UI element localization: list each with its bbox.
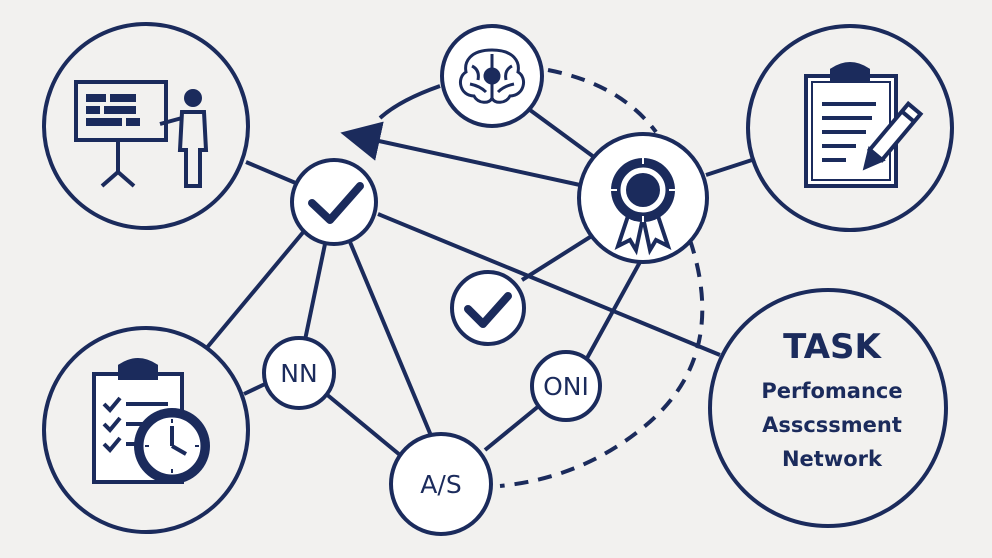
task-node	[708, 288, 948, 528]
edge-brain-award	[528, 108, 600, 162]
dashed-connections	[499, 68, 705, 488]
as-node	[389, 432, 493, 536]
as-label: A/S	[420, 470, 461, 499]
arc-brain-left	[378, 84, 441, 120]
edge-award-clipboard	[705, 158, 753, 177]
edge-check2-award	[520, 230, 600, 282]
checkmark-icon	[464, 292, 512, 328]
dashed-arc-brain-award	[547, 68, 658, 134]
dashed-arc-award-as	[499, 239, 705, 488]
clipboard-pencil-icon	[804, 62, 924, 188]
brain-icon	[458, 48, 526, 104]
arrow-award-to-check	[340, 121, 581, 187]
connections	[203, 84, 753, 457]
checklist-clock-icon	[92, 358, 210, 484]
edge-check-checklist	[203, 228, 307, 352]
task-line-3: Network	[782, 447, 883, 471]
task-title: TASK	[783, 327, 882, 367]
edge-nn-as	[323, 391, 402, 457]
task-line-1: Perfomance	[761, 379, 902, 403]
edge-check-nn	[303, 243, 327, 341]
oni-node	[530, 350, 602, 422]
edge-check-task	[377, 212, 721, 357]
oni-label: ONI	[543, 372, 589, 401]
check-node-top	[290, 158, 378, 246]
edge-presenter-check	[245, 160, 299, 186]
nn-label: NN	[280, 359, 317, 388]
edge-oni-award	[584, 261, 642, 361]
task-line-2: Asscssment	[762, 413, 902, 437]
edge-as-oni	[483, 403, 542, 452]
nn-node	[262, 336, 336, 410]
edge-check-as	[348, 241, 434, 439]
award-rosette-icon	[611, 158, 675, 256]
checkmark-icon	[308, 182, 364, 224]
check-node-middle	[450, 270, 526, 346]
presenter-whiteboard-icon	[74, 80, 209, 188]
edge-nn-checklist	[243, 382, 266, 396]
